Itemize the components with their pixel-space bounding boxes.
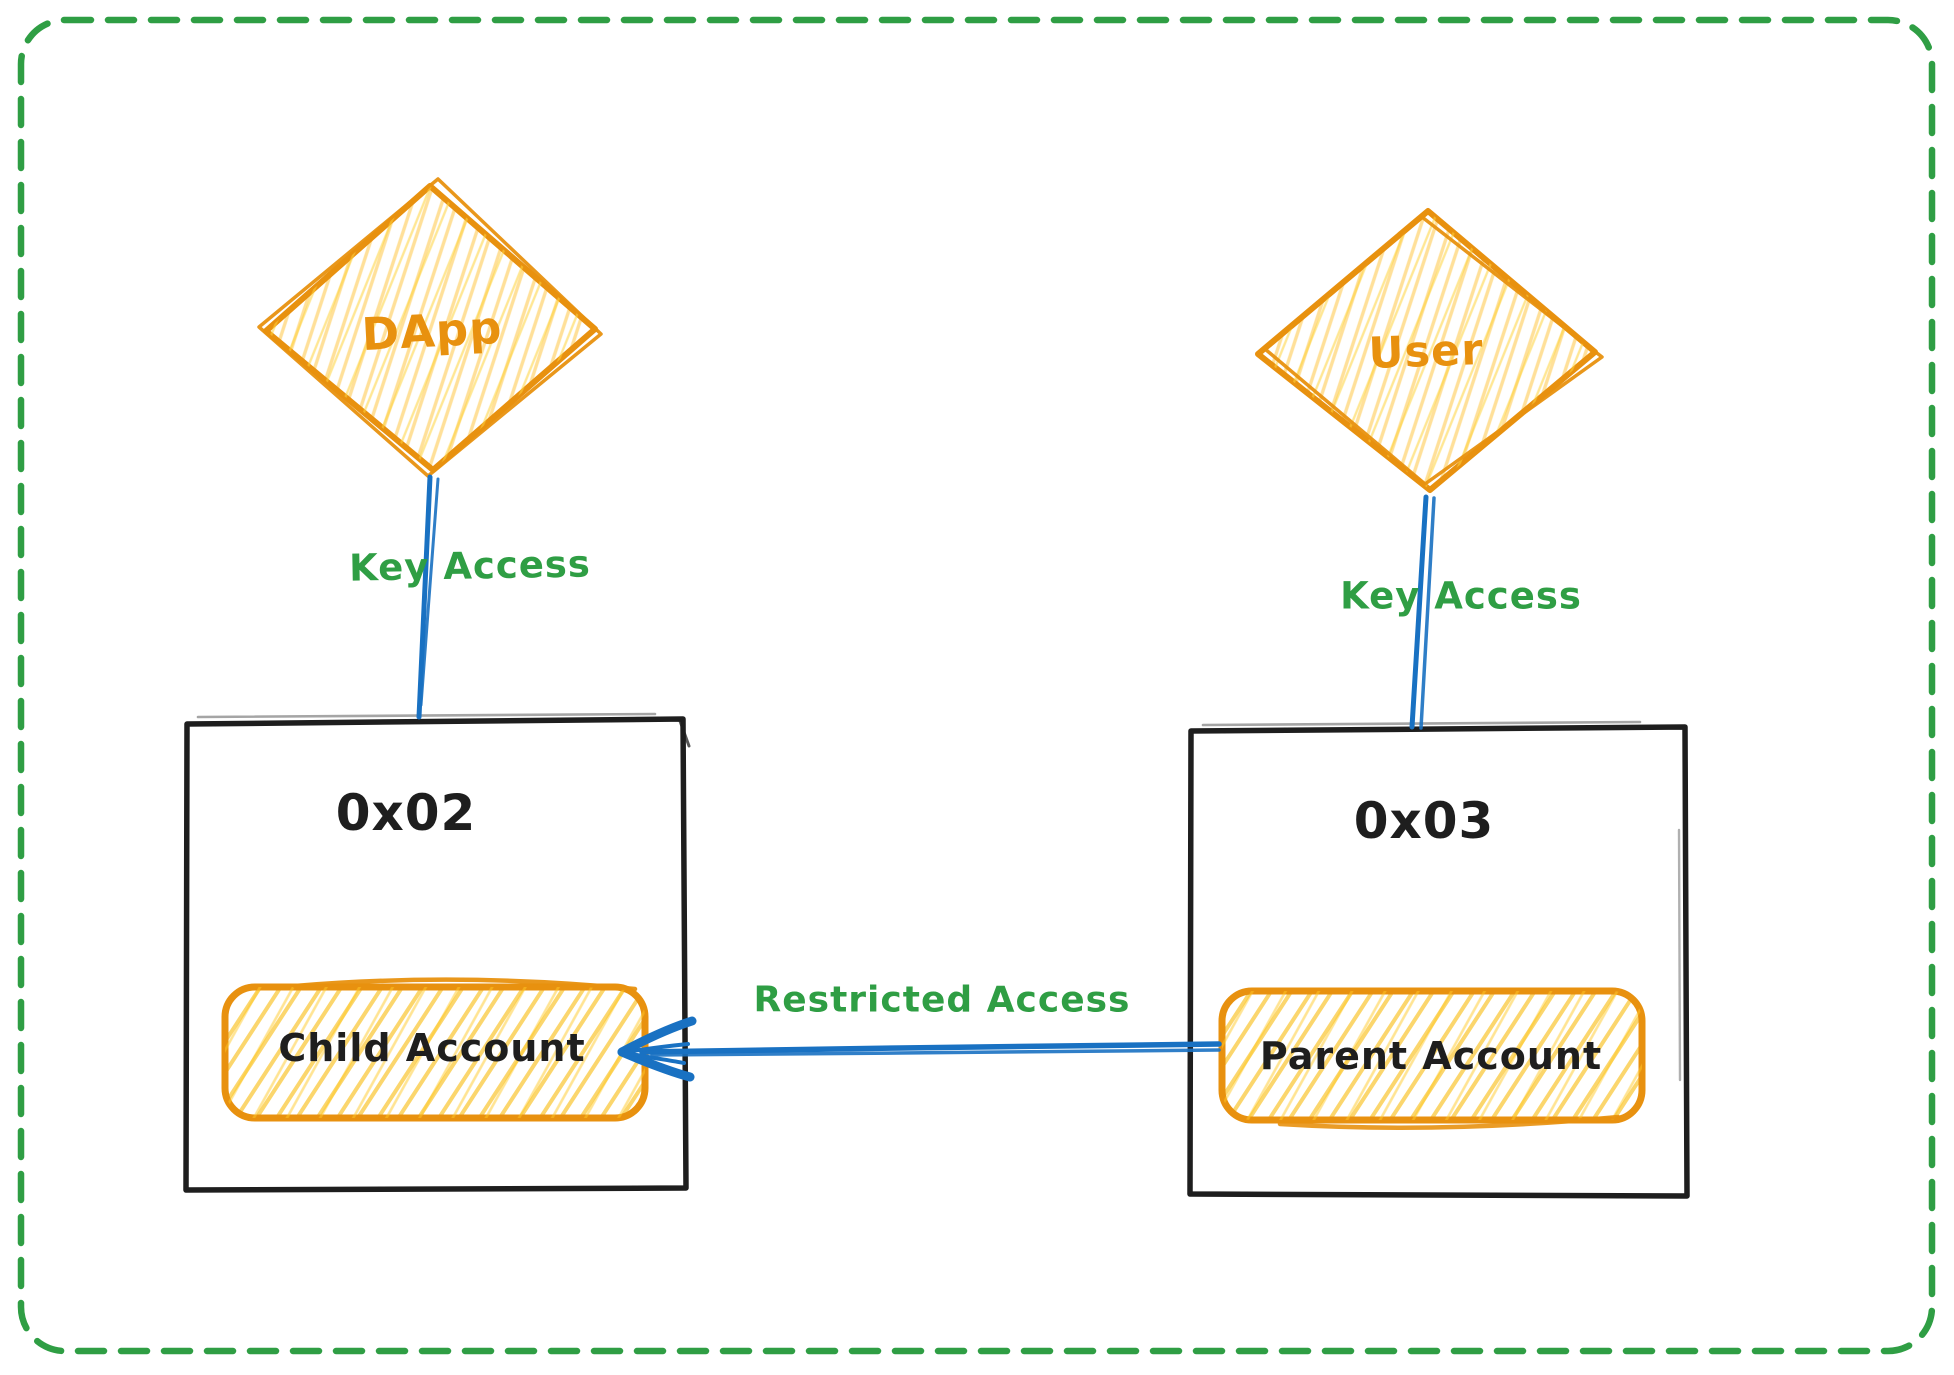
restricted-arrow-line-2	[650, 1048, 1221, 1057]
dapp-connector-stroke-2	[419, 477, 440, 707]
restricted-arrowhead-inner-2	[624, 1051, 686, 1065]
parent-account-pill[interactable]	[1218, 987, 1646, 1130]
account-box-0x03-outline[interactable]	[1187, 724, 1690, 1199]
key-access-label-left[interactable]: Key Access	[348, 542, 592, 590]
canvas-dashed-border	[17, 16, 1936, 1355]
parent-account-pill-double-stroke	[1277, 1114, 1621, 1130]
child-account-pill-overlay	[225, 987, 645, 1118]
dapp-label[interactable]: DApp	[360, 300, 504, 362]
account-box-0x02-outline[interactable]	[183, 716, 689, 1193]
dapp-diamond[interactable]	[257, 177, 603, 478]
restricted-arrowhead-inner-1	[624, 1042, 690, 1054]
dapp-key-access-connector[interactable]	[416, 474, 440, 720]
parent-account-label[interactable]: Parent Account	[1259, 1034, 1603, 1078]
dapp-connector-stroke-1[interactable]	[416, 474, 433, 720]
child-account-pill[interactable]	[221, 977, 649, 1122]
user-connector-stroke-1[interactable]	[1409, 494, 1429, 730]
child-account-label[interactable]: Child Account	[278, 1026, 586, 1070]
parent-account-pill-overlay	[1222, 991, 1642, 1120]
restricted-access-label[interactable]: Restricted Access	[753, 979, 1131, 1021]
account-box-0x02-corner-tick	[678, 719, 691, 748]
user-diamond-double-stroke	[1263, 215, 1604, 486]
user-label[interactable]: User	[1367, 325, 1485, 379]
user-key-access-connector[interactable]	[1409, 494, 1436, 730]
account-0x03-title[interactable]: 0x03	[1353, 792, 1495, 850]
child-account-pill-double-stroke	[292, 977, 638, 992]
account-box-0x03-sketch-stroke-right	[1677, 828, 1682, 1082]
account-box-0x02-sketch-stroke	[196, 712, 657, 719]
user-diamond[interactable]	[1255, 208, 1604, 493]
key-access-label-right[interactable]: Key Access	[1340, 574, 1582, 618]
user-connector-stroke-2	[1419, 496, 1436, 730]
account-box-0x02[interactable]	[183, 712, 691, 1193]
account-0x02-title[interactable]: 0x02	[335, 784, 477, 842]
restricted-arrowhead-upper	[617, 1016, 697, 1057]
dapp-diamond-overlay	[266, 186, 595, 470]
user-diamond-overlay	[1258, 211, 1595, 490]
restricted-arrow-line-1[interactable]	[639, 1041, 1222, 1055]
restricted-access-arrow[interactable]	[617, 1016, 1222, 1082]
